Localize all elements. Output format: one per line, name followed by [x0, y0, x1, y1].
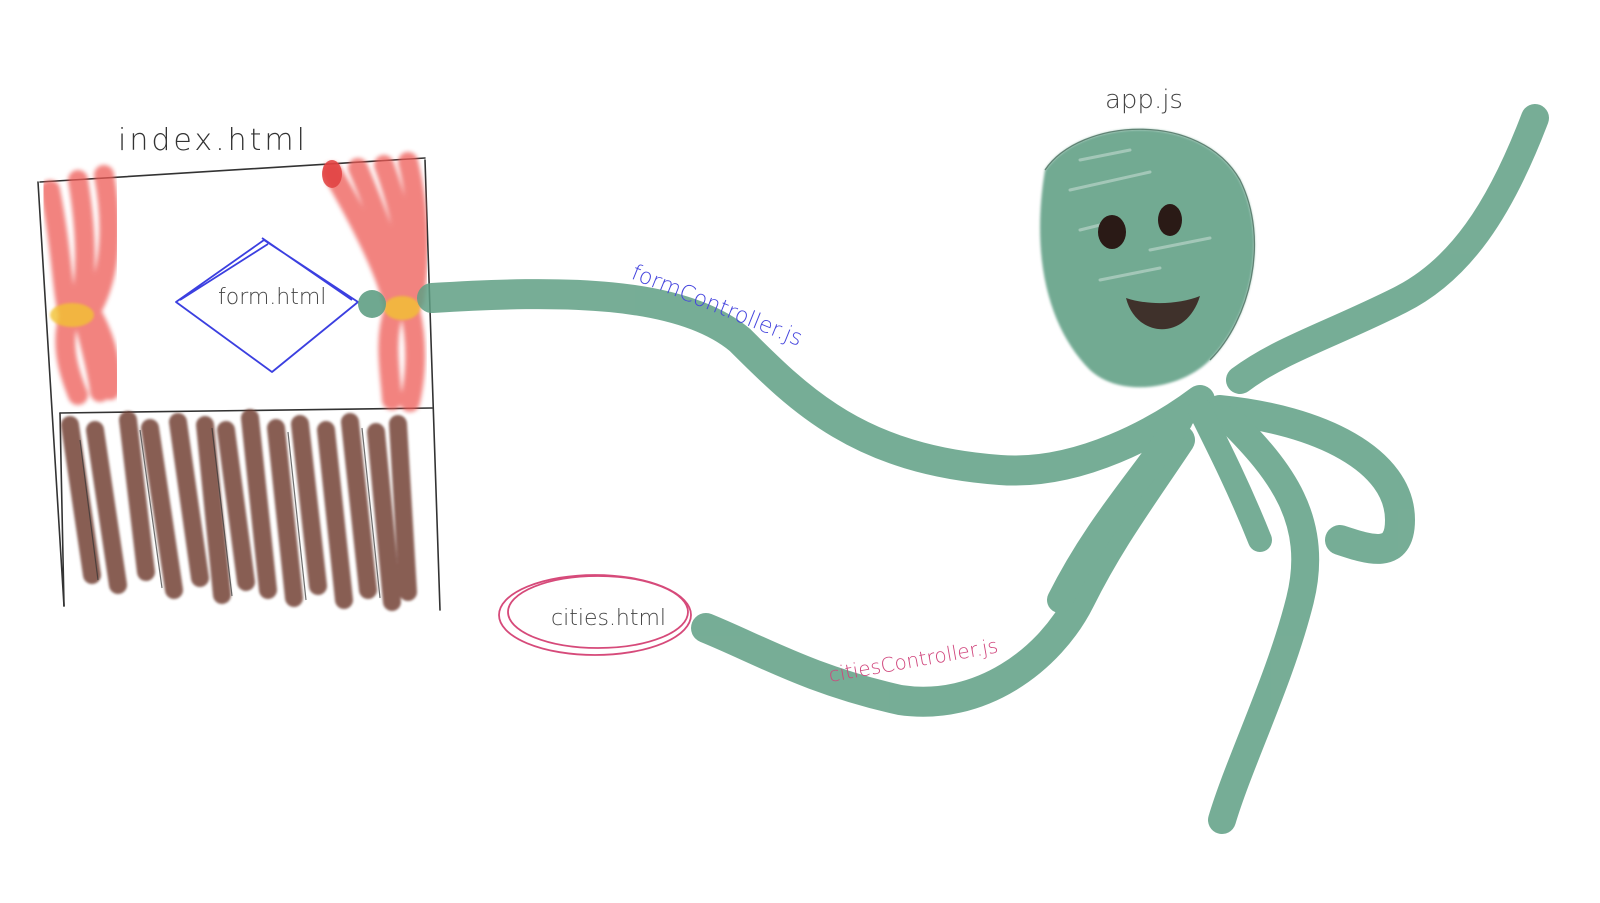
tentacle-tip-stage: [358, 290, 386, 318]
stage-illustration: [37, 152, 441, 611]
form-html-label: form.html: [218, 285, 326, 310]
octopus-tentacles: [417, 104, 1549, 834]
tentacle-form-controller: [417, 279, 1215, 486]
right-curtain: [322, 152, 428, 412]
octopus-smile: [1126, 296, 1200, 330]
tentacle-bottom: [1208, 406, 1320, 834]
left-curtain-tie: [50, 303, 94, 327]
cities-html-ellipse: [498, 574, 692, 656]
tentacle-upper-right: [1226, 104, 1549, 394]
tentacle-cities-controller: [691, 425, 1195, 717]
left-curtain: [40, 165, 121, 405]
octopus-head: [1040, 128, 1256, 388]
index-html-label: index.html: [118, 123, 308, 158]
octopus-left-eye: [1098, 215, 1126, 249]
tentacle-right: [1205, 395, 1416, 564]
curtain-top-knob: [322, 160, 342, 188]
right-curtain-tie: [384, 296, 420, 320]
cities-html-label: cities.html: [551, 606, 666, 631]
octopus-right-eye: [1158, 204, 1182, 236]
form-html-diamond: [175, 237, 359, 373]
app-js-label: app.js: [1105, 85, 1183, 115]
stage-floor: [61, 409, 417, 611]
octopus-illustration: [358, 104, 1549, 834]
